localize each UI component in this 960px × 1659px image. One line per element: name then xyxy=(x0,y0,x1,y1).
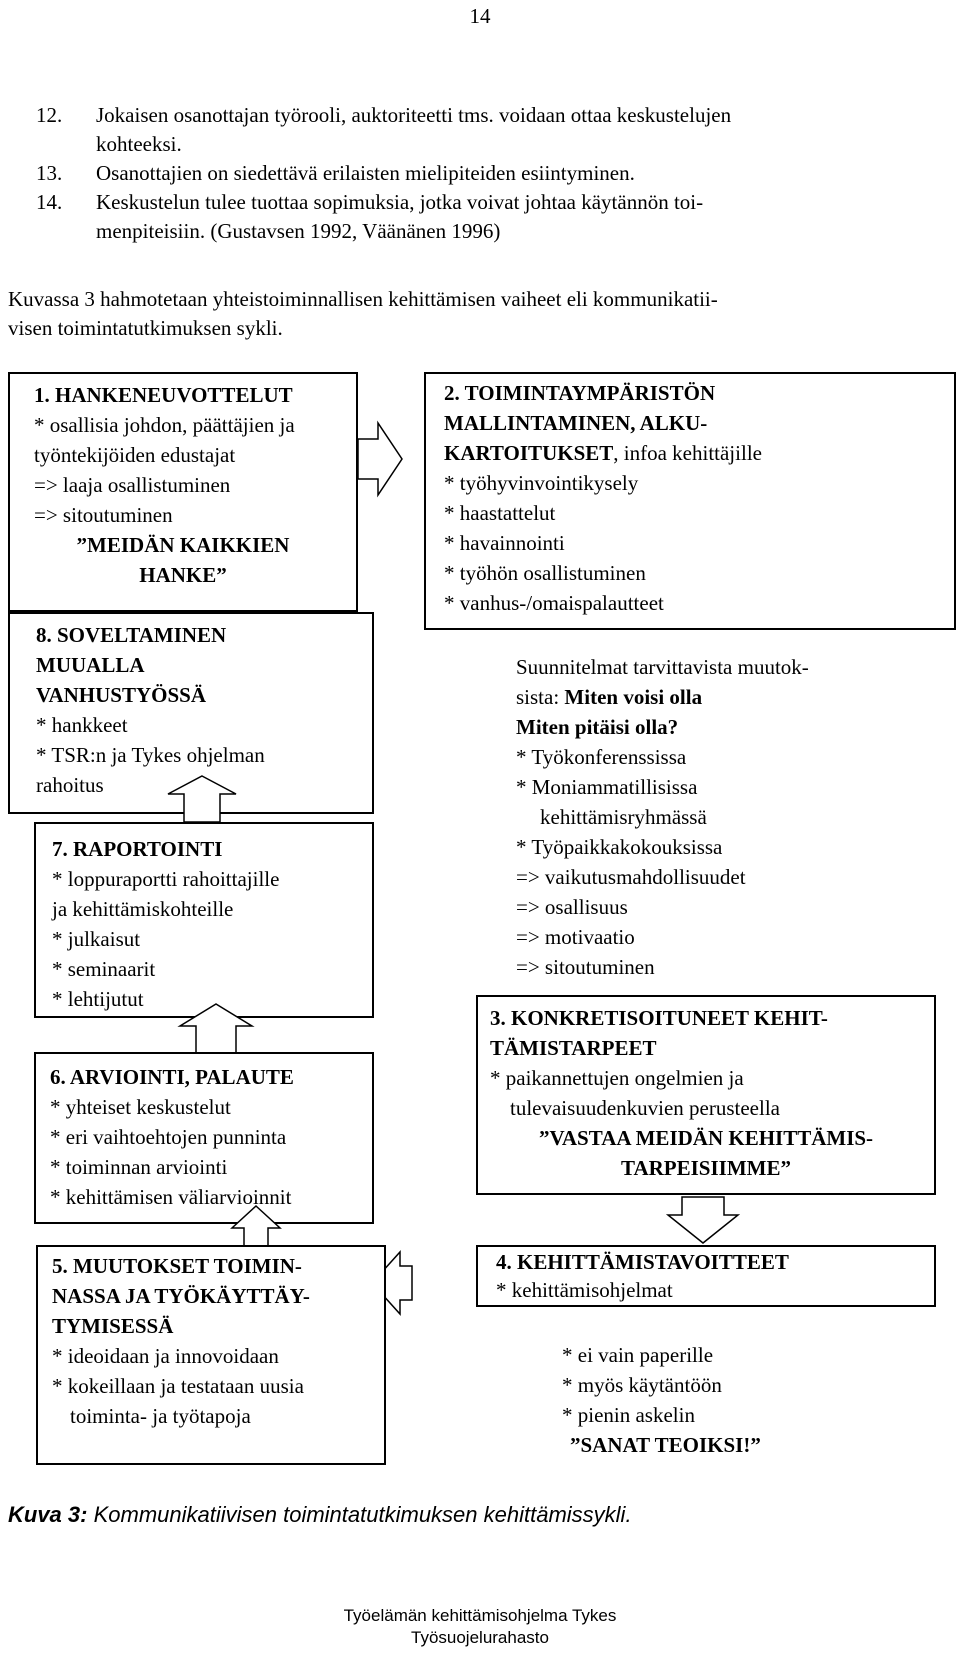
box-title: 2. TOIMINTAYMPÄRISTÖN xyxy=(444,381,716,405)
box-kehittamistavoitteet: 4. KEHITTÄMISTAVOITTEET * kehittämisohje… xyxy=(476,1245,936,1307)
planning-line: * Moniammatillisissa xyxy=(516,775,698,799)
box-emphasis: TARPEISIIMME” xyxy=(621,1156,791,1180)
box-line: * TSR:n ja Tykes ohjelman xyxy=(36,743,265,767)
box-line: * hankkeet xyxy=(36,713,128,737)
arrow-right-icon xyxy=(357,420,403,498)
box-toimintaympariston-mallintaminen: 2. TOIMINTAYMPÄRISTÖN MALLINTAMINEN, ALK… xyxy=(424,372,956,630)
planning-plain: sista: xyxy=(516,685,565,709)
box-title: 7. RAPORTOINTI xyxy=(52,837,223,861)
box-title: 6. ARVIOINTI, PALAUTE xyxy=(50,1065,294,1089)
planning-line: sista: Miten voisi olla xyxy=(516,682,702,712)
box-line: rahoitus xyxy=(36,773,104,797)
box-emphasis: ”VASTAA MEIDÄN KEHITTÄMIS- xyxy=(538,1126,874,1150)
box-title: KARTOITUKSET, infoa kehittäjille xyxy=(444,438,762,468)
box-line: tulevaisuudenkuvien perusteella xyxy=(510,1096,780,1120)
box-line: toiminta- ja työtapoja xyxy=(70,1404,251,1428)
box-raportointi: 7. RAPORTOINTI * loppuraportti rahoittaj… xyxy=(34,822,374,1018)
figure-caption: Kuva 3: Kommunikatiivisen toimintatutkim… xyxy=(8,1500,632,1530)
list-item-text: Osanottajien on siedettävä erilaisten mi… xyxy=(96,161,635,185)
box-title: 3. KONKRETISOITUNEET KEHIT- xyxy=(490,1006,828,1030)
box-line: * ei vain paperille xyxy=(562,1343,714,1367)
footer-line: Työsuojelurahasto xyxy=(411,1628,549,1647)
box-line: * työhön osallistuminen xyxy=(444,561,646,585)
box-arviointi-palaute: 6. ARVIOINTI, PALAUTE * yhteiset keskust… xyxy=(34,1052,374,1224)
caption-text: Kommunikatiivisen toimintatutkimuksen ke… xyxy=(87,1502,632,1527)
page-number: 14 xyxy=(469,4,491,28)
list-item-text: Jokaisen osanottajan työrooli, auktorite… xyxy=(96,103,732,127)
box-title-tail: , infoa kehittäjille xyxy=(613,441,762,465)
planning-line: => motivaatio xyxy=(516,925,635,949)
box-muutokset-toiminnassa: 5. MUUTOKSET TOIMIN- NASSA JA TYÖKÄYTTÄY… xyxy=(36,1245,386,1465)
box-title-bold: KARTOITUKSET xyxy=(444,441,614,465)
box-line: => sitoutuminen xyxy=(34,503,173,527)
box-line: * osallisia johdon, päättäjien ja xyxy=(34,413,295,437)
box-line: * lehtijutut xyxy=(52,987,144,1011)
box-line: * eri vaihtoehtojen punninta xyxy=(50,1125,287,1149)
box-line: * kehittämisen väliarvioinnit xyxy=(50,1185,292,1209)
box-title: 4. KEHITTÄMISTAVOITTEET xyxy=(496,1250,789,1274)
box-konkretisoituneet-kehittamistarpeet: 3. KONKRETISOITUNEET KEHIT- TÄMISTARPEET… xyxy=(476,995,936,1195)
box-emphasis: ”SANAT TEOIKSI!” xyxy=(570,1433,761,1457)
planning-line: Suunnitelmat tarvittavista muutok- xyxy=(516,655,809,679)
box-title: TYMISESSÄ xyxy=(52,1314,174,1338)
list-item-text: menpiteisiin. (Gustavsen 1992, Väänänen … xyxy=(96,219,501,243)
box-line: * loppuraportti rahoittajille xyxy=(52,867,280,891)
planning-bold: Miten pitäisi olla? xyxy=(516,715,679,739)
footer-line: Työelämän kehittämisohjelma Tykes xyxy=(343,1606,617,1625)
box-emphasis: ”MEIDÄN KAIKKIEN xyxy=(76,533,290,557)
box-line: * yhteiset keskustelut xyxy=(50,1095,231,1119)
box-title: 5. MUUTOKSET TOIMIN- xyxy=(52,1254,302,1278)
box-line: ja kehittämiskohteille xyxy=(52,897,234,921)
box-title: NASSA JA TYÖKÄYTTÄY- xyxy=(52,1284,310,1308)
box-line: * seminaarit xyxy=(52,957,156,981)
box-line: * kokeillaan ja testataan uusia xyxy=(52,1374,304,1398)
arrow-up-icon xyxy=(177,1003,255,1057)
box-line: * työhyvinvointikysely xyxy=(444,471,639,495)
box-title: VANHUSTYÖSSÄ xyxy=(36,683,206,707)
box-line: * havainnointi xyxy=(444,531,565,555)
box-line: * vanhus-/omaispalautteet xyxy=(444,591,664,615)
arrow-down-icon xyxy=(665,1196,741,1244)
box-line: * pienin askelin xyxy=(562,1403,695,1427)
planning-bold: Miten voisi olla xyxy=(564,685,703,709)
planning-line: => sitoutuminen xyxy=(516,955,655,979)
box-line: * myös käytäntöön xyxy=(562,1373,722,1397)
box-line: * toiminnan arviointi xyxy=(50,1155,228,1179)
caption-label: Kuva 3: xyxy=(8,1502,88,1527)
box-hankeneuvottelut: 1. HANKENEUVOTTELUT * osallisia johdon, … xyxy=(8,372,358,612)
box-line: työntekijöiden edustajat xyxy=(34,443,236,467)
box-title: MUUALLA xyxy=(36,653,145,677)
planning-line: * Työpaikkakokouksissa xyxy=(516,835,723,859)
arrow-left-icon xyxy=(370,1250,413,1316)
list-item-number: 12. xyxy=(36,103,63,127)
arrow-up-icon xyxy=(167,775,237,823)
box-soveltaminen: 8. SOVELTAMINEN MUUALLA VANHUSTYÖSSÄ * h… xyxy=(8,612,374,814)
planning-line: kehittämisryhmässä xyxy=(540,805,707,829)
box-title: MALLINTAMINEN, ALKU- xyxy=(444,411,708,435)
box-line: * paikannettujen ongelmien ja xyxy=(490,1066,744,1090)
box-line: * ideoidaan ja innovoidaan xyxy=(52,1344,279,1368)
box-title: TÄMISTARPEET xyxy=(490,1036,657,1060)
intro-line: visen toimintatutkimuksen sykli. xyxy=(8,316,283,340)
list-item-number: 14. xyxy=(36,190,63,214)
box-line: * kehittämisohjelmat xyxy=(496,1278,673,1302)
box-line: => laaja osallistuminen xyxy=(34,473,231,497)
box-title: 8. SOVELTAMINEN xyxy=(36,623,227,647)
list-item-number: 13. xyxy=(36,161,63,185)
list-item-text: Keskustelun tulee tuottaa sopimuksia, jo… xyxy=(96,190,704,214)
box-line: * julkaisut xyxy=(52,927,141,951)
planning-line: * Työkonferenssissa xyxy=(516,745,687,769)
box-emphasis: HANKE” xyxy=(139,563,227,587)
box-title: 1. HANKENEUVOTTELUT xyxy=(34,383,293,407)
list-item-text: kohteeksi. xyxy=(96,132,182,156)
intro-line: Kuvassa 3 hahmotetaan yhteistoiminnallis… xyxy=(8,287,718,311)
planning-line: => vaikutusmahdollisuudet xyxy=(516,865,746,889)
planning-line: => osallisuus xyxy=(516,895,628,919)
box-line: * haastattelut xyxy=(444,501,556,525)
